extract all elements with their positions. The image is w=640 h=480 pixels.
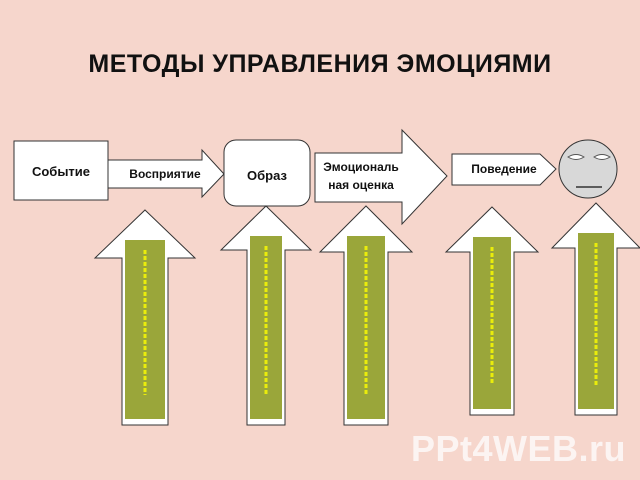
image-box bbox=[223, 139, 311, 207]
behavior-shape bbox=[451, 153, 557, 186]
perception-arrow bbox=[107, 148, 225, 199]
behavior-label: Поведение bbox=[471, 162, 537, 176]
face-icon bbox=[558, 139, 618, 199]
emotional-evaluation-label-line2: ная оценка bbox=[328, 178, 394, 192]
page-title: МЕТОДЫ УПРАВЛЕНИЯ ЭМОЦИЯМИ bbox=[88, 50, 552, 78]
emotional-evaluation-arrow bbox=[314, 128, 448, 226]
method-arrows bbox=[93, 202, 640, 426]
perception-label: Восприятие bbox=[129, 167, 201, 181]
emotional-evaluation-label-line1: Эмоциональ bbox=[323, 160, 399, 174]
watermark: PPt4WEB.ru bbox=[410, 428, 626, 469]
image-label: Образ bbox=[247, 168, 287, 183]
event-label: Событие bbox=[31, 164, 91, 179]
event-box bbox=[13, 140, 109, 201]
